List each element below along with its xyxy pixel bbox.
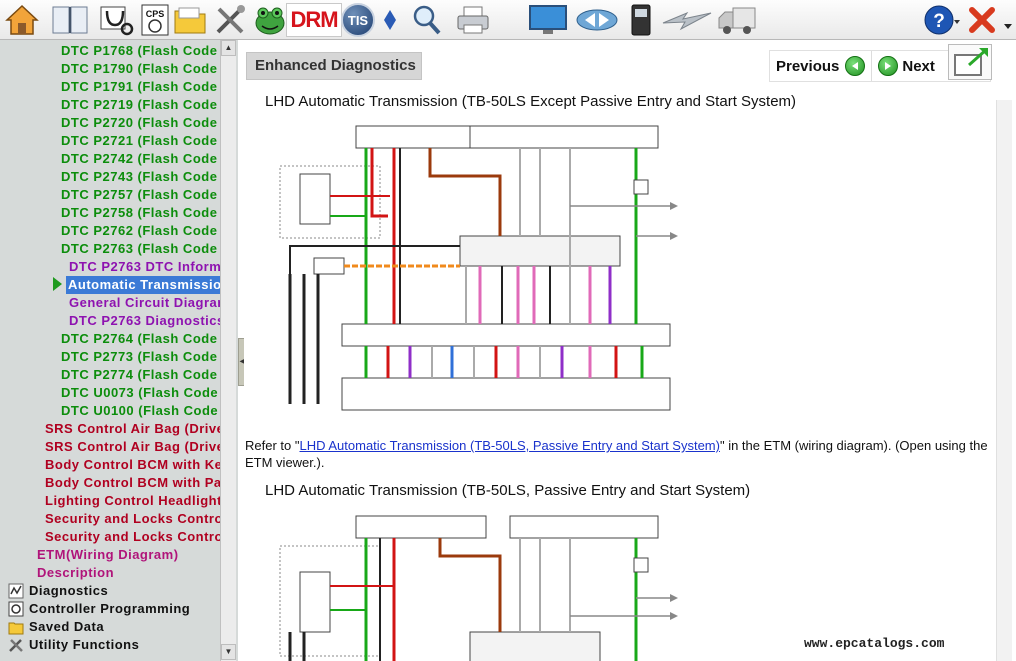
tree-item[interactable]: DTC P2774 (Flash Code xyxy=(61,367,218,382)
tree-item[interactable]: Security and Locks Control xyxy=(45,529,220,544)
refer-note: Refer to "LHD Automatic Transmission (TB… xyxy=(245,437,1005,471)
magnifier-icon[interactable] xyxy=(410,2,444,38)
navigation-panel: DTC P1768 (Flash Code DTC P1790 (Flash C… xyxy=(0,40,238,661)
tree-item[interactable]: DTC P2763 DTC Inform xyxy=(69,259,220,274)
tree-item[interactable]: DTC P2719 (Flash Code xyxy=(61,97,218,112)
tree-item[interactable]: DTC U0100 (Flash Code xyxy=(61,403,219,418)
monitor-icon[interactable] xyxy=(526,2,570,38)
tree-item[interactable]: DTC U0073 (Flash Code xyxy=(61,385,219,400)
tree-item[interactable]: DTC P2763 (Flash Code xyxy=(61,241,218,256)
tree-item[interactable]: General Circuit Diagram xyxy=(69,295,220,310)
navigation-tree: DTC P1768 (Flash Code DTC P1790 (Flash C… xyxy=(0,40,220,661)
tools-icon[interactable] xyxy=(212,2,248,38)
frog-icon[interactable] xyxy=(252,2,288,38)
svg-text:?: ? xyxy=(933,11,945,32)
watermark: www.epcatalogs.com xyxy=(804,636,945,651)
diagram-heading-2: LHD Automatic Transmission (TB-50LS, Pas… xyxy=(265,482,751,499)
expand-icon xyxy=(954,47,988,76)
diagnostics-icon xyxy=(8,583,24,599)
tree-scrollbar[interactable]: ▲ ▼ xyxy=(220,40,236,661)
tree-item[interactable]: DTC P2773 (Flash Code xyxy=(61,349,218,364)
cps-icon[interactable]: CPS xyxy=(140,2,170,38)
tree-item[interactable]: DTC P2757 (Flash Code xyxy=(61,187,218,202)
toolbar: CPS DRM TIS ? xyxy=(0,0,1016,40)
tree-item[interactable]: SRS Control Air Bag (Driver xyxy=(45,439,220,454)
help-icon[interactable]: ? xyxy=(922,2,962,38)
printer-icon[interactable] xyxy=(454,2,492,38)
tree-item[interactable]: Body Control BCM with Pas xyxy=(45,475,220,490)
tree-root-diagnostics[interactable]: Diagnostics xyxy=(29,583,109,598)
section-title: Enhanced Diagnostics xyxy=(246,52,422,80)
tree-root-utility-functions[interactable]: Utility Functions xyxy=(29,637,140,652)
controller-programming-icon xyxy=(8,601,24,617)
tree-item[interactable]: Security and Locks Control xyxy=(45,511,220,526)
tree-root-saved-data[interactable]: Saved Data xyxy=(29,619,105,634)
tree-item[interactable]: Description xyxy=(37,565,115,580)
tree-item[interactable]: DTC P2758 (Flash Code xyxy=(61,205,218,220)
toolbar-overflow-icon[interactable] xyxy=(1002,2,1014,38)
flash-icon[interactable] xyxy=(660,2,714,38)
tree-item-selected[interactable]: Automatic Transmission xyxy=(66,276,220,294)
close-icon[interactable] xyxy=(966,2,998,38)
tree-item[interactable]: Body Control BCM with Keyl xyxy=(45,457,220,472)
tree-item[interactable]: DTC P1791 (Flash Code xyxy=(61,79,218,94)
tree-item[interactable]: DTC P2721 (Flash Code xyxy=(61,133,218,148)
tree-item[interactable]: DTC P2763 Diagnostics xyxy=(69,313,220,328)
tree-item[interactable]: Lighting Control Headlight A xyxy=(45,493,220,508)
arrow-icon[interactable] xyxy=(380,2,400,38)
refer-prefix: Refer to " xyxy=(245,438,300,453)
content-pane: Enhanced Diagnostics Previous Next LHD A… xyxy=(244,40,1016,661)
folder-icon[interactable] xyxy=(172,2,208,38)
previous-arrow-icon xyxy=(845,56,866,76)
scroll-up-icon[interactable]: ▲ xyxy=(221,40,236,56)
expand-view-button[interactable] xyxy=(948,44,992,80)
scroll-down-icon[interactable]: ▼ xyxy=(221,644,236,660)
next-arrow-icon xyxy=(878,56,899,76)
next-label: Next xyxy=(902,57,935,75)
page-navigation: Previous Next xyxy=(769,50,991,82)
refer-suffix: " in the ETM (wiring diagram). (Open usi… xyxy=(245,438,988,470)
book-icon[interactable] xyxy=(50,2,90,38)
drm-icon[interactable]: DRM xyxy=(286,2,342,38)
tree-item[interactable]: DTC P2742 (Flash Code xyxy=(61,151,218,166)
tree-item[interactable]: ETM(Wiring Diagram) xyxy=(37,547,179,562)
home-icon[interactable] xyxy=(4,2,40,38)
wiring-diagram-2[interactable] xyxy=(270,506,690,661)
tree-item[interactable]: DTC P1768 (Flash Code xyxy=(61,43,218,58)
wiring-diagram-1[interactable] xyxy=(270,116,690,430)
content-scrollbar[interactable] xyxy=(996,100,1012,661)
refer-link[interactable]: LHD Automatic Transmission (TB-50LS, Pas… xyxy=(299,438,720,453)
device-icon[interactable] xyxy=(626,2,656,38)
tree-item[interactable]: DTC P2764 (Flash Code xyxy=(61,331,218,346)
saved-data-icon xyxy=(8,619,24,635)
previous-label: Previous xyxy=(776,57,840,75)
next-button[interactable]: Next xyxy=(872,51,941,81)
tree-root-controller-programming[interactable]: Controller Programming xyxy=(29,601,191,616)
tree-item[interactable]: DTC P2743 (Flash Code xyxy=(61,169,218,184)
tis-icon[interactable]: TIS xyxy=(340,2,376,38)
diagram-heading-1: LHD Automatic Transmission (TB-50LS Exce… xyxy=(265,93,797,110)
truck-icon[interactable] xyxy=(716,2,758,38)
svg-text:CPS: CPS xyxy=(146,9,165,19)
tree-item[interactable]: DTC P1790 (Flash Code xyxy=(61,61,218,76)
previous-button[interactable]: Previous xyxy=(770,51,871,81)
utility-functions-icon xyxy=(8,637,24,653)
tree-item[interactable]: DTC P2720 (Flash Code xyxy=(61,115,218,130)
stethoscope-icon[interactable] xyxy=(96,2,136,38)
tree-selected-arrow-icon xyxy=(52,277,62,291)
drm-label: DRM xyxy=(286,3,342,37)
transfer-icon[interactable] xyxy=(574,2,620,38)
tis-label: TIS xyxy=(341,3,375,37)
tree-item[interactable]: DTC P2762 (Flash Code xyxy=(61,223,218,238)
tree-item[interactable]: SRS Control Air Bag (Driver xyxy=(45,421,220,436)
